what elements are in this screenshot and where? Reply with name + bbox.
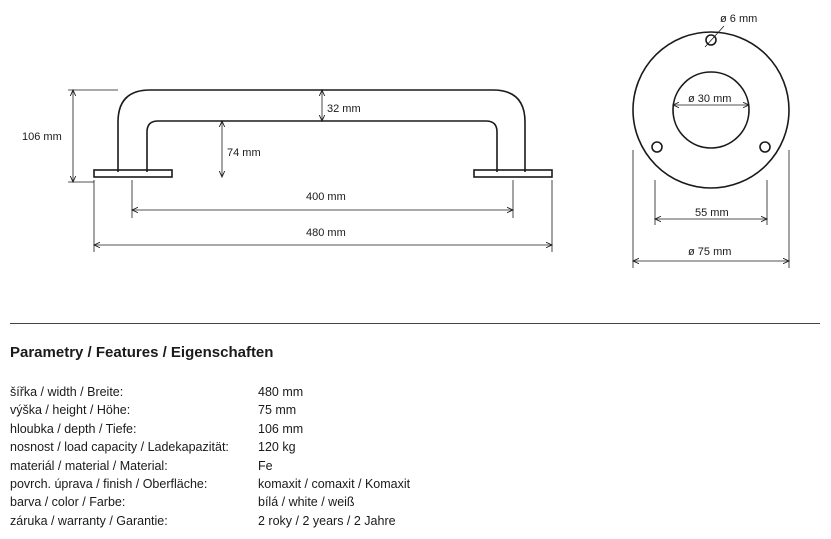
total-width-dimension-label: 480 mm (306, 227, 346, 239)
inner-height-dimension-label: 74 mm (227, 147, 261, 159)
parameter-label: materiál / material / Material: (10, 458, 168, 473)
parameter-value: 75 mm (258, 403, 297, 418)
inner-width-dimension-label: 400 mm (306, 191, 346, 203)
parameter-label: barva / color / Farbe: (10, 495, 126, 510)
inner-height-dimension: 74 mm (222, 121, 261, 177)
hole-spacing-dimension-label: 55 mm (695, 207, 729, 219)
section-title: Parametry / Features / Eigenschaften (10, 344, 274, 361)
inner-width-dimension: 400 mm (132, 180, 513, 218)
parameter-value: bílá / white / weiß (258, 495, 355, 510)
left-mounting-plate (93, 169, 173, 178)
parameter-value: 120 kg (258, 440, 296, 455)
parameter-value: komaxit / comaxit / Komaxit (258, 476, 411, 491)
parameter-label: povrch. úprava / finish / Oberfläche: (10, 476, 208, 491)
screw-hole-right (759, 141, 771, 153)
parameter-label: záruka / warranty / Garantie: (10, 513, 168, 528)
parameter-label: šířka / width / Breite: (10, 385, 124, 399)
outer-diameter-dimension: ø 75 mm (633, 150, 789, 268)
screw-hole-dimension-label: ø 6 mm (720, 13, 757, 25)
center-hole-dimension-label: ø 30 mm (688, 93, 731, 105)
height-dimension: 106 mm (22, 90, 118, 182)
screw-hole-top (705, 34, 717, 46)
tube-dimension-label: 32 mm (327, 103, 361, 115)
section-divider (10, 323, 820, 324)
flange-center-hole (672, 71, 750, 149)
parameter-value: Fe (258, 458, 273, 473)
screw-hole-left (651, 141, 663, 153)
parameter-label: hloubka / depth / Tiefe: (10, 421, 137, 436)
parameter-value: 106 mm (258, 421, 304, 436)
outer-diameter-dimension-label: ø 75 mm (688, 246, 731, 258)
flange-outer-circle (632, 31, 790, 189)
tube-dimension: 32 mm (322, 90, 361, 121)
technical-drawing: 106 mm 32 mm 74 mm 400 mm 480 mm ø 6 mm (22, 13, 831, 268)
hole-spacing-dimension: 55 mm (655, 180, 767, 225)
screw-hole-dimension: ø 6 mm (704, 13, 757, 48)
grab-bar-side-view (93, 89, 553, 178)
parameter-label: výška / height / Höhe: (10, 403, 131, 418)
center-hole-dimension: ø 30 mm (673, 93, 749, 105)
total-width-dimension: 480 mm (94, 180, 552, 252)
right-mounting-plate (473, 169, 553, 178)
parameter-value: 2 roky / 2 years / 2 Jahre (258, 513, 396, 528)
parameter-label: nosnost / load capacity / Ladekapazität: (10, 440, 229, 455)
parameter-value: 480 mm (258, 385, 304, 399)
height-dimension-label: 106 mm (22, 131, 62, 143)
flange-front-view (632, 31, 790, 189)
